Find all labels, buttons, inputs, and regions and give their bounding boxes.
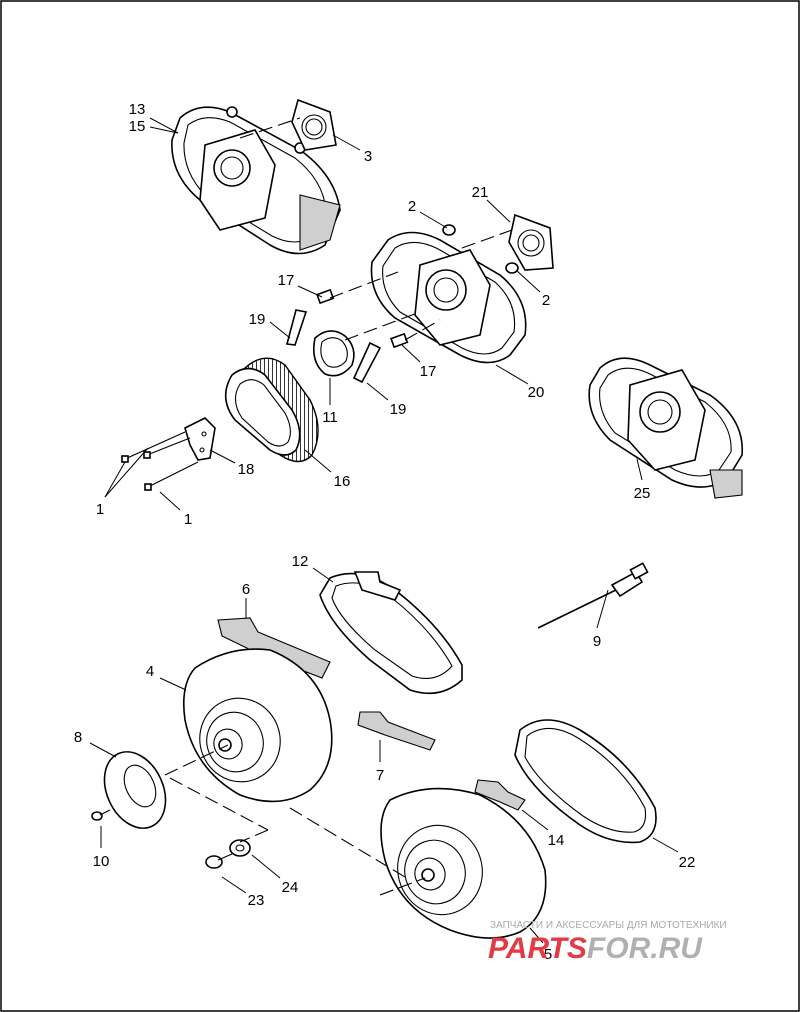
- cover-part-5: [380, 787, 547, 939]
- callout-label-c19a: 19: [249, 311, 266, 328]
- callout-label-c19b: 19: [390, 401, 407, 418]
- callout-leader-c18: [209, 449, 236, 464]
- trim-strip-part-6: [217, 617, 331, 679]
- alignment-lines-lower: [164, 744, 426, 896]
- backplate-part-13-15: [171, 106, 341, 255]
- callout-leader-c19b: [366, 382, 389, 401]
- cover-part-4: [182, 648, 333, 803]
- callout-label-c1b: 1: [184, 511, 192, 528]
- callout-leader-c2b: [515, 269, 541, 293]
- watermark-brand-left: PARTS: [488, 932, 587, 965]
- gasket-part-21: [508, 213, 554, 271]
- callout-leader-c5: [529, 927, 544, 944]
- callout-label-c16: 16: [334, 473, 351, 490]
- callout-leader-c20: [495, 364, 529, 385]
- callout-leader-c9: [596, 589, 609, 629]
- backplate-part-25: [588, 357, 743, 499]
- callout-leader-c21: [486, 199, 511, 223]
- watermark: ЗАПЧАСТИ И АКСЕССУАРЫ ДЛЯ МОТОТЕХНИКИ PA…: [488, 920, 727, 965]
- screw-part-1: [121, 431, 199, 491]
- callout-label-c17b: 17: [420, 363, 437, 380]
- callout-label-c25: 25: [634, 485, 651, 502]
- callout-leader-c14: [521, 809, 549, 831]
- callout-leader-c17b: [401, 344, 421, 363]
- breather-bolt-part-17: [316, 288, 409, 349]
- callout-label-c15: 15: [129, 118, 146, 135]
- trim-strip-part-14: [474, 779, 526, 811]
- callout-leader-c1a-secondary: [104, 461, 126, 498]
- callout-label-c14: 14: [548, 832, 565, 849]
- callout-leader-c8: [89, 742, 117, 758]
- trim-ring-part-12: [319, 571, 463, 695]
- medallion-part-8: [103, 751, 167, 829]
- callout-leader-c24: [251, 854, 281, 879]
- callout-label-c12: 12: [292, 553, 309, 570]
- trim-ring-part-22: [514, 719, 657, 844]
- callout-leader-c13: [149, 117, 179, 134]
- bracket-part-18: [184, 417, 216, 461]
- callout-label-c13: 13: [129, 101, 146, 118]
- alignment-lines-upper: [239, 117, 513, 341]
- callout-label-c22: 22: [679, 854, 696, 871]
- callout-label-c2a: 2: [408, 198, 416, 215]
- callout-leader-c16: [304, 449, 332, 473]
- callout-label-c24: 24: [282, 879, 299, 896]
- watermark-brand-right: FOR.RU: [587, 932, 703, 965]
- gasket-part-11: [312, 330, 355, 377]
- callout-leader-c15: [149, 126, 179, 134]
- callout-leader-c17a: [297, 285, 323, 298]
- callout-leaders: [89, 117, 679, 944]
- callout-label-c23: 23: [248, 892, 265, 909]
- callout-label-c5: 5: [544, 946, 552, 963]
- callout-label-c8: 8: [74, 729, 82, 746]
- callout-leader-c22: [652, 837, 679, 853]
- callout-label-c2b: 2: [542, 292, 550, 309]
- callout-label-c1a: 1: [96, 501, 104, 518]
- callout-label-c4: 4: [146, 663, 154, 680]
- callout-label-c21: 21: [472, 184, 489, 201]
- callout-label-c20: 20: [528, 384, 545, 401]
- callout-label-c17a: 17: [278, 272, 295, 289]
- gasket-part-3: [291, 98, 337, 151]
- callout-leader-c25: [636, 458, 643, 481]
- callout-label-c7: 7: [376, 767, 384, 784]
- callout-leader-c19a: [269, 321, 291, 339]
- callout-leader-c1a: [104, 447, 149, 498]
- rod-part-9: [537, 562, 649, 629]
- trim-strip-part-7: [357, 711, 436, 751]
- callout-leader-c2a: [419, 211, 448, 229]
- breather-hose-part-19: [285, 309, 382, 384]
- backplate-part-20: [370, 231, 527, 364]
- callout-label-c11: 11: [322, 409, 338, 426]
- callout-label-c10: 10: [93, 853, 110, 870]
- callout-leader-c4: [159, 677, 187, 691]
- callout-leader-c3: [332, 134, 361, 151]
- screw-part-10: [91, 809, 111, 821]
- callout-leader-c23: [221, 876, 247, 894]
- callout-leader-c1b: [159, 491, 181, 511]
- watermark-brand: PARTSFOR.RU: [488, 932, 703, 965]
- callout-label-c3: 3: [364, 148, 372, 165]
- callout-label-c18: 18: [238, 461, 255, 478]
- callout-label-c9: 9: [593, 633, 601, 650]
- washer-part-24: [229, 839, 251, 857]
- bolt-part-23: [205, 853, 233, 869]
- callout-label-c6: 6: [242, 581, 250, 598]
- callout-leader-c12: [312, 567, 334, 583]
- filter-element-part-16: [224, 357, 319, 463]
- watermark-tagline: ЗАПЧАСТИ И АКСЕССУАРЫ ДЛЯ МОТОТЕХНИКИ: [490, 920, 727, 931]
